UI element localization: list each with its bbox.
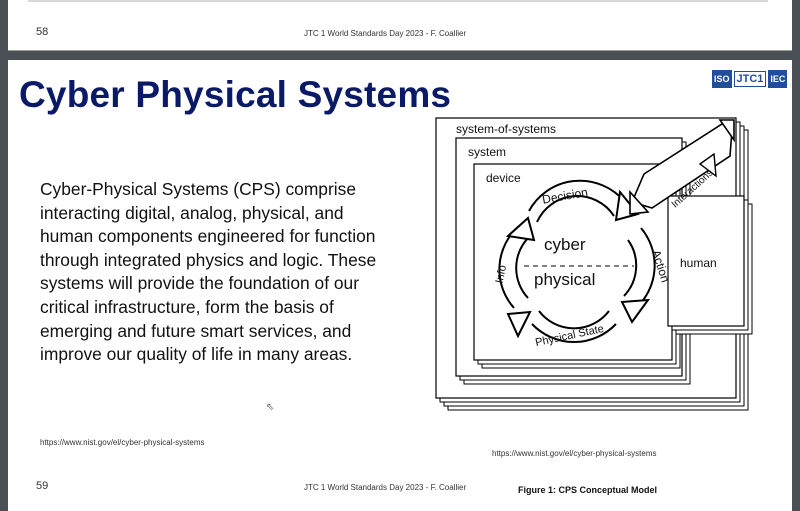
right-source-url: https://www.nist.gov/el/cyber-physical-s… — [492, 449, 657, 458]
mouse-cursor-icon: ⇖ — [266, 402, 275, 413]
figure-caption: Figure 1: CPS Conceptual Model — [518, 485, 658, 495]
iso-jtc1-iec-logo: ISO JTC1 IEC — [712, 66, 791, 92]
jtc1-logo-text: JTC1 — [733, 71, 767, 87]
action-arrowhead-icon — [620, 298, 651, 324]
left-source-url: https://www.nist.gov/el/cyber-physical-s… — [40, 438, 205, 447]
previous-page-footer: JTC 1 World Standards Day 2023 - F. Coal… — [304, 29, 467, 38]
slide-body-text: Cyber-Physical Systems (CPS) comprise in… — [40, 179, 377, 365]
interactions-arrow-icon — [629, 119, 735, 215]
current-page-number: 59 — [36, 480, 49, 492]
physical-label: physical — [534, 270, 595, 289]
cps-conceptual-model-diagram: system-of-systems system device human — [435, 117, 753, 411]
physical-state-arrowhead-icon — [506, 310, 532, 339]
device-label: device — [486, 171, 521, 185]
previous-slide-edge — [28, 0, 768, 2]
iso-logo-text: ISO — [712, 70, 732, 88]
previous-page-number: 58 — [36, 26, 49, 38]
system-label: system — [468, 145, 506, 159]
previous-slide-page: 58 JTC 1 World Standards Day 2023 - F. C… — [8, 0, 792, 51]
info-label: Info — [494, 264, 510, 284]
slide-title: Cyber Physical Systems — [19, 74, 452, 115]
current-page-footer: JTC 1 World Standards Day 2023 - F. Coal… — [304, 483, 467, 492]
iec-logo-text: IEC — [768, 70, 788, 88]
cyber-label: cyber — [544, 235, 586, 254]
human-label: human — [680, 256, 717, 270]
info-arrowhead-icon — [505, 216, 536, 242]
human-box — [667, 195, 745, 327]
current-slide-page: Cyber Physical Systems ISO JTC1 IEC Cybe… — [8, 60, 792, 511]
system-of-systems-label: system-of-systems — [456, 122, 556, 136]
